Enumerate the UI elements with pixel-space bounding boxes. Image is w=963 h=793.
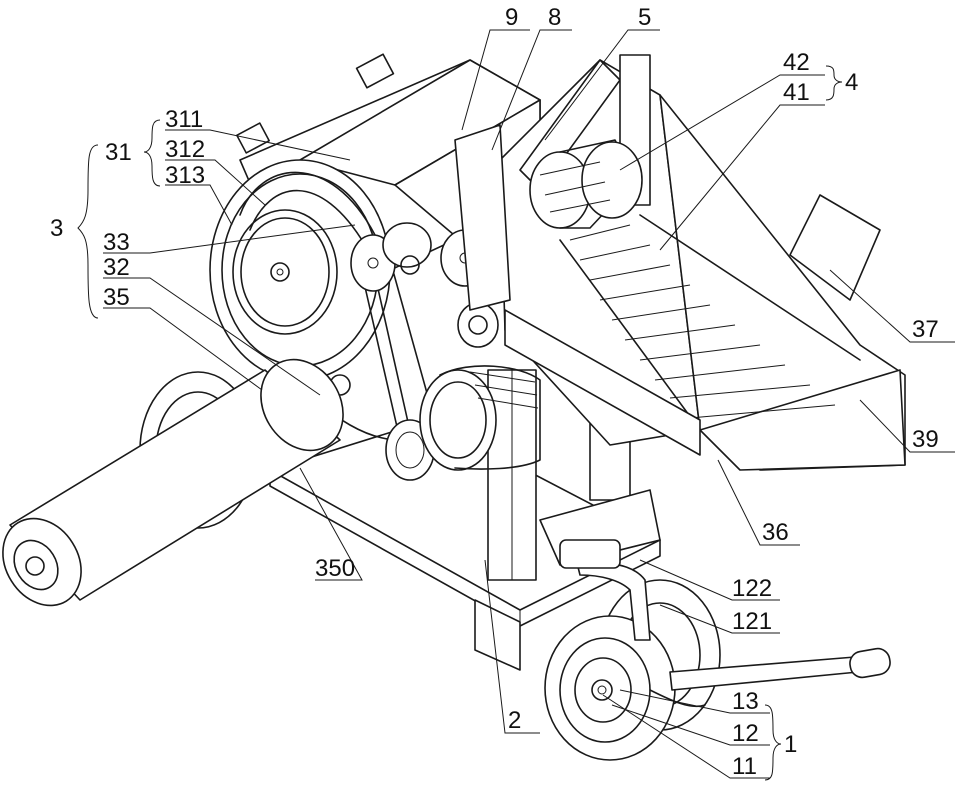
label-9: 9 xyxy=(505,4,518,31)
label-39: 39 xyxy=(912,426,939,453)
label-35: 35 xyxy=(103,284,130,311)
label-11: 11 xyxy=(732,753,757,780)
label-311: 311 xyxy=(165,106,203,133)
label-13: 13 xyxy=(732,688,759,715)
label-121: 121 xyxy=(732,608,772,635)
front-wheel xyxy=(545,616,675,760)
label-1: 1 xyxy=(784,731,797,758)
label-2: 2 xyxy=(508,707,521,734)
label-37: 37 xyxy=(912,316,939,343)
label-12: 12 xyxy=(732,720,759,747)
feed-chute xyxy=(500,55,905,470)
label-5: 5 xyxy=(638,4,651,31)
label-36: 36 xyxy=(762,519,789,546)
label-31: 31 xyxy=(105,139,132,166)
label-8: 8 xyxy=(548,4,561,31)
label-122: 122 xyxy=(732,575,772,602)
label-312: 312 xyxy=(165,136,205,163)
label-33: 33 xyxy=(103,229,130,256)
label-42: 42 xyxy=(783,49,810,76)
label-41: 41 xyxy=(783,79,810,106)
label-313: 313 xyxy=(165,162,205,189)
label-32: 32 xyxy=(103,254,130,281)
label-350: 350 xyxy=(315,555,355,582)
label-3: 3 xyxy=(50,215,63,242)
label-4: 4 xyxy=(845,69,858,96)
